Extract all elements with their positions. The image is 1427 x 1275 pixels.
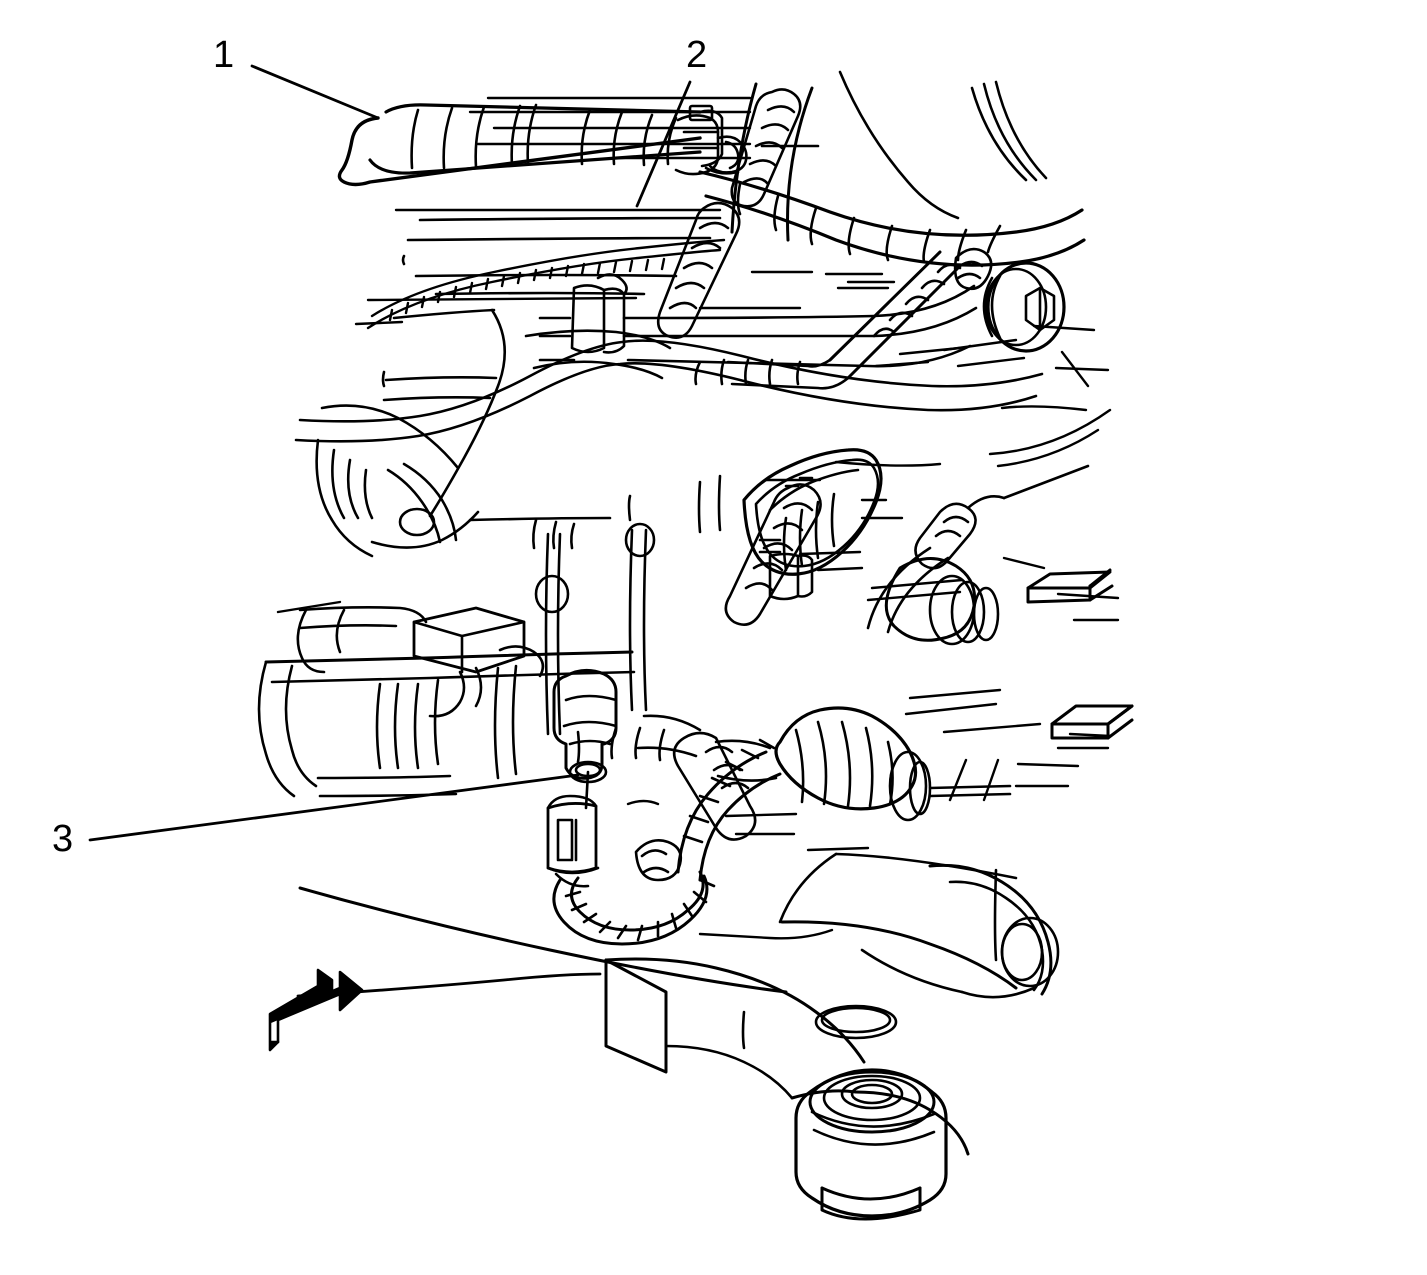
- right-structure-detail: [798, 324, 1120, 852]
- harness-boot-right: [953, 247, 993, 291]
- bushing-right-upper: [884, 557, 1000, 646]
- center-rod-and-ball: [534, 522, 656, 736]
- sensor-connector: [546, 770, 600, 888]
- boot-seal-large: [714, 706, 1012, 822]
- ribbed-hose-through-housing: [724, 483, 822, 626]
- hatch-detail-left: [276, 96, 1046, 614]
- corrugated-conduit-upper: [337, 103, 702, 187]
- callout-label-2: 2: [686, 34, 708, 76]
- hex-socket-bolt: [982, 261, 1066, 353]
- bracket-frame-left: [257, 606, 636, 798]
- ribbed-hose-to-boot: [610, 714, 757, 841]
- control-arm-bushing: [794, 1068, 948, 1221]
- callout-label-1: 1: [213, 34, 235, 76]
- sensor-body: [552, 669, 618, 784]
- engine-block-outline: [315, 70, 1048, 558]
- leader-line-3: [88, 773, 580, 842]
- harness-loop-lower: [552, 870, 716, 946]
- control-arm: [298, 852, 1060, 1156]
- center-bottom-detail: [626, 799, 834, 940]
- orientation-arrow: [268, 968, 364, 1052]
- harness-upper-loop-branch: [634, 738, 782, 882]
- callout-label-3: 3: [52, 818, 74, 860]
- ground-contour-lower-left: [296, 972, 602, 998]
- leader-line-1: [250, 64, 380, 120]
- reference-block-upper: [1026, 568, 1114, 604]
- ribbed-hose-vertical-upper: [730, 88, 802, 208]
- reference-block-lower: [1050, 704, 1134, 740]
- vacuum-line-bundle: [366, 238, 726, 330]
- relay-box: [412, 606, 526, 674]
- wiring-harness-branch: [698, 170, 1086, 267]
- pipe-bundle-horizontal: [294, 284, 1044, 443]
